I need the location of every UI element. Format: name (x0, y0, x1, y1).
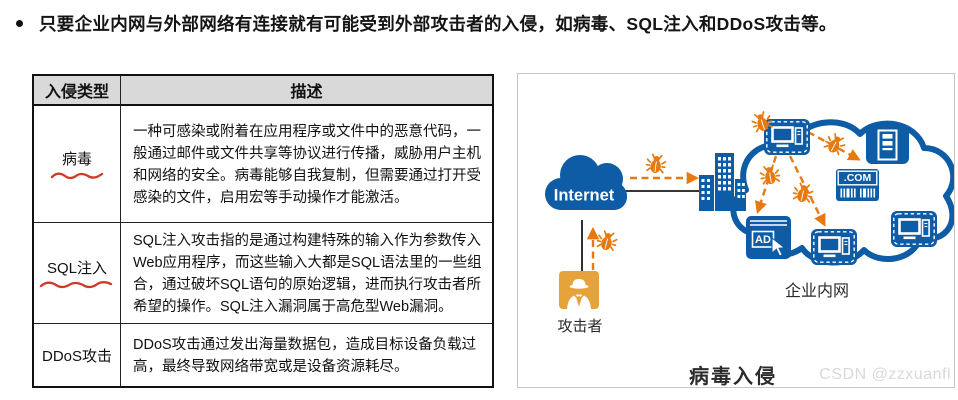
computer-icon (809, 227, 859, 267)
type-label: SQL注入 (46, 259, 107, 277)
desc-text: 一种可感染或附着在应用程序或文件中的恶意代码，一般通过邮件或文件共享等协议进行传… (133, 123, 481, 207)
com-label: .COM (844, 172, 872, 184)
desc-text: SQL注入攻击指的是通过构建特殊的输入作为参数传入Web应用程序，而这些输入大都… (133, 232, 482, 316)
desc-text: DDoS攻击通过发出海量数据包，造成目标设备负载过高，最终导致网络带宽或是设备资… (133, 336, 477, 375)
building-icon (699, 153, 746, 211)
table-header-desc: 描述 (121, 76, 492, 106)
intranet-label: 企业内网 (784, 283, 850, 300)
internet-cloud: Internet (545, 155, 627, 210)
diagram-scene: Internet (545, 109, 954, 309)
type-label: DDoS攻击 (41, 347, 112, 365)
attacker-label: 攻击者 (557, 318, 603, 335)
attack-arrow-to-ad (754, 155, 778, 214)
watermark: CSDN @zzxuanfl (819, 366, 951, 383)
server-icon (865, 125, 910, 165)
table-row-ddos-type: DDoS攻击 (34, 324, 121, 386)
type-label: 病毒 (61, 150, 92, 168)
infected-computer-icon (762, 117, 812, 157)
attack-arrow-to-pc (788, 155, 826, 227)
red-wavy-underline (50, 172, 104, 179)
table-row-sql-desc: SQL注入攻击指的是通过构建特殊的输入作为参数传入Web应用程序，而这些输入大都… (121, 223, 492, 324)
table-row-ddos-desc: DDoS攻击通过发出海量数据包，造成目标设备负载过高，最终导致网络带宽或是设备资… (121, 324, 492, 386)
table-header-type: 入侵类型 (34, 76, 121, 106)
com-server-icon: .COM (836, 169, 879, 201)
cursor-icon (771, 236, 786, 257)
virus-bug-icon (644, 152, 668, 176)
bullet-icon (16, 20, 23, 27)
bullet-line: 只要企业内网与外部网络有连接就有可能受到外部攻击者的入侵，如病毒、SQL注入和D… (12, 12, 952, 37)
ad-label: AD (755, 234, 771, 246)
internet-label: Internet (554, 186, 615, 204)
attacker-icon (559, 271, 599, 309)
table-row-virus-desc: 一种可感染或附着在应用程序或文件中的恶意代码，一般通过邮件或文件共享等协议进行传… (121, 106, 492, 223)
ad-server-icon: AD (746, 216, 791, 259)
red-wavy-underline (39, 280, 113, 288)
diagram-caption: 病毒入侵 (689, 366, 777, 388)
table-row-sql-type: SQL注入 (34, 223, 121, 324)
intrusion-table: 入侵类型 描述 病毒 一种可感染或附着在应用程序或文件中的恶意代码，一般通过邮件… (32, 74, 494, 388)
virus-bug-icon (595, 229, 619, 253)
bullet-text: 只要企业内网与外部网络有连接就有可能受到外部攻击者的入侵，如病毒、SQL注入和D… (39, 14, 837, 34)
virus-intrusion-diagram: Internet (517, 73, 955, 388)
table-row-virus-type: 病毒 (34, 106, 121, 223)
computer-icon-right (889, 209, 939, 249)
